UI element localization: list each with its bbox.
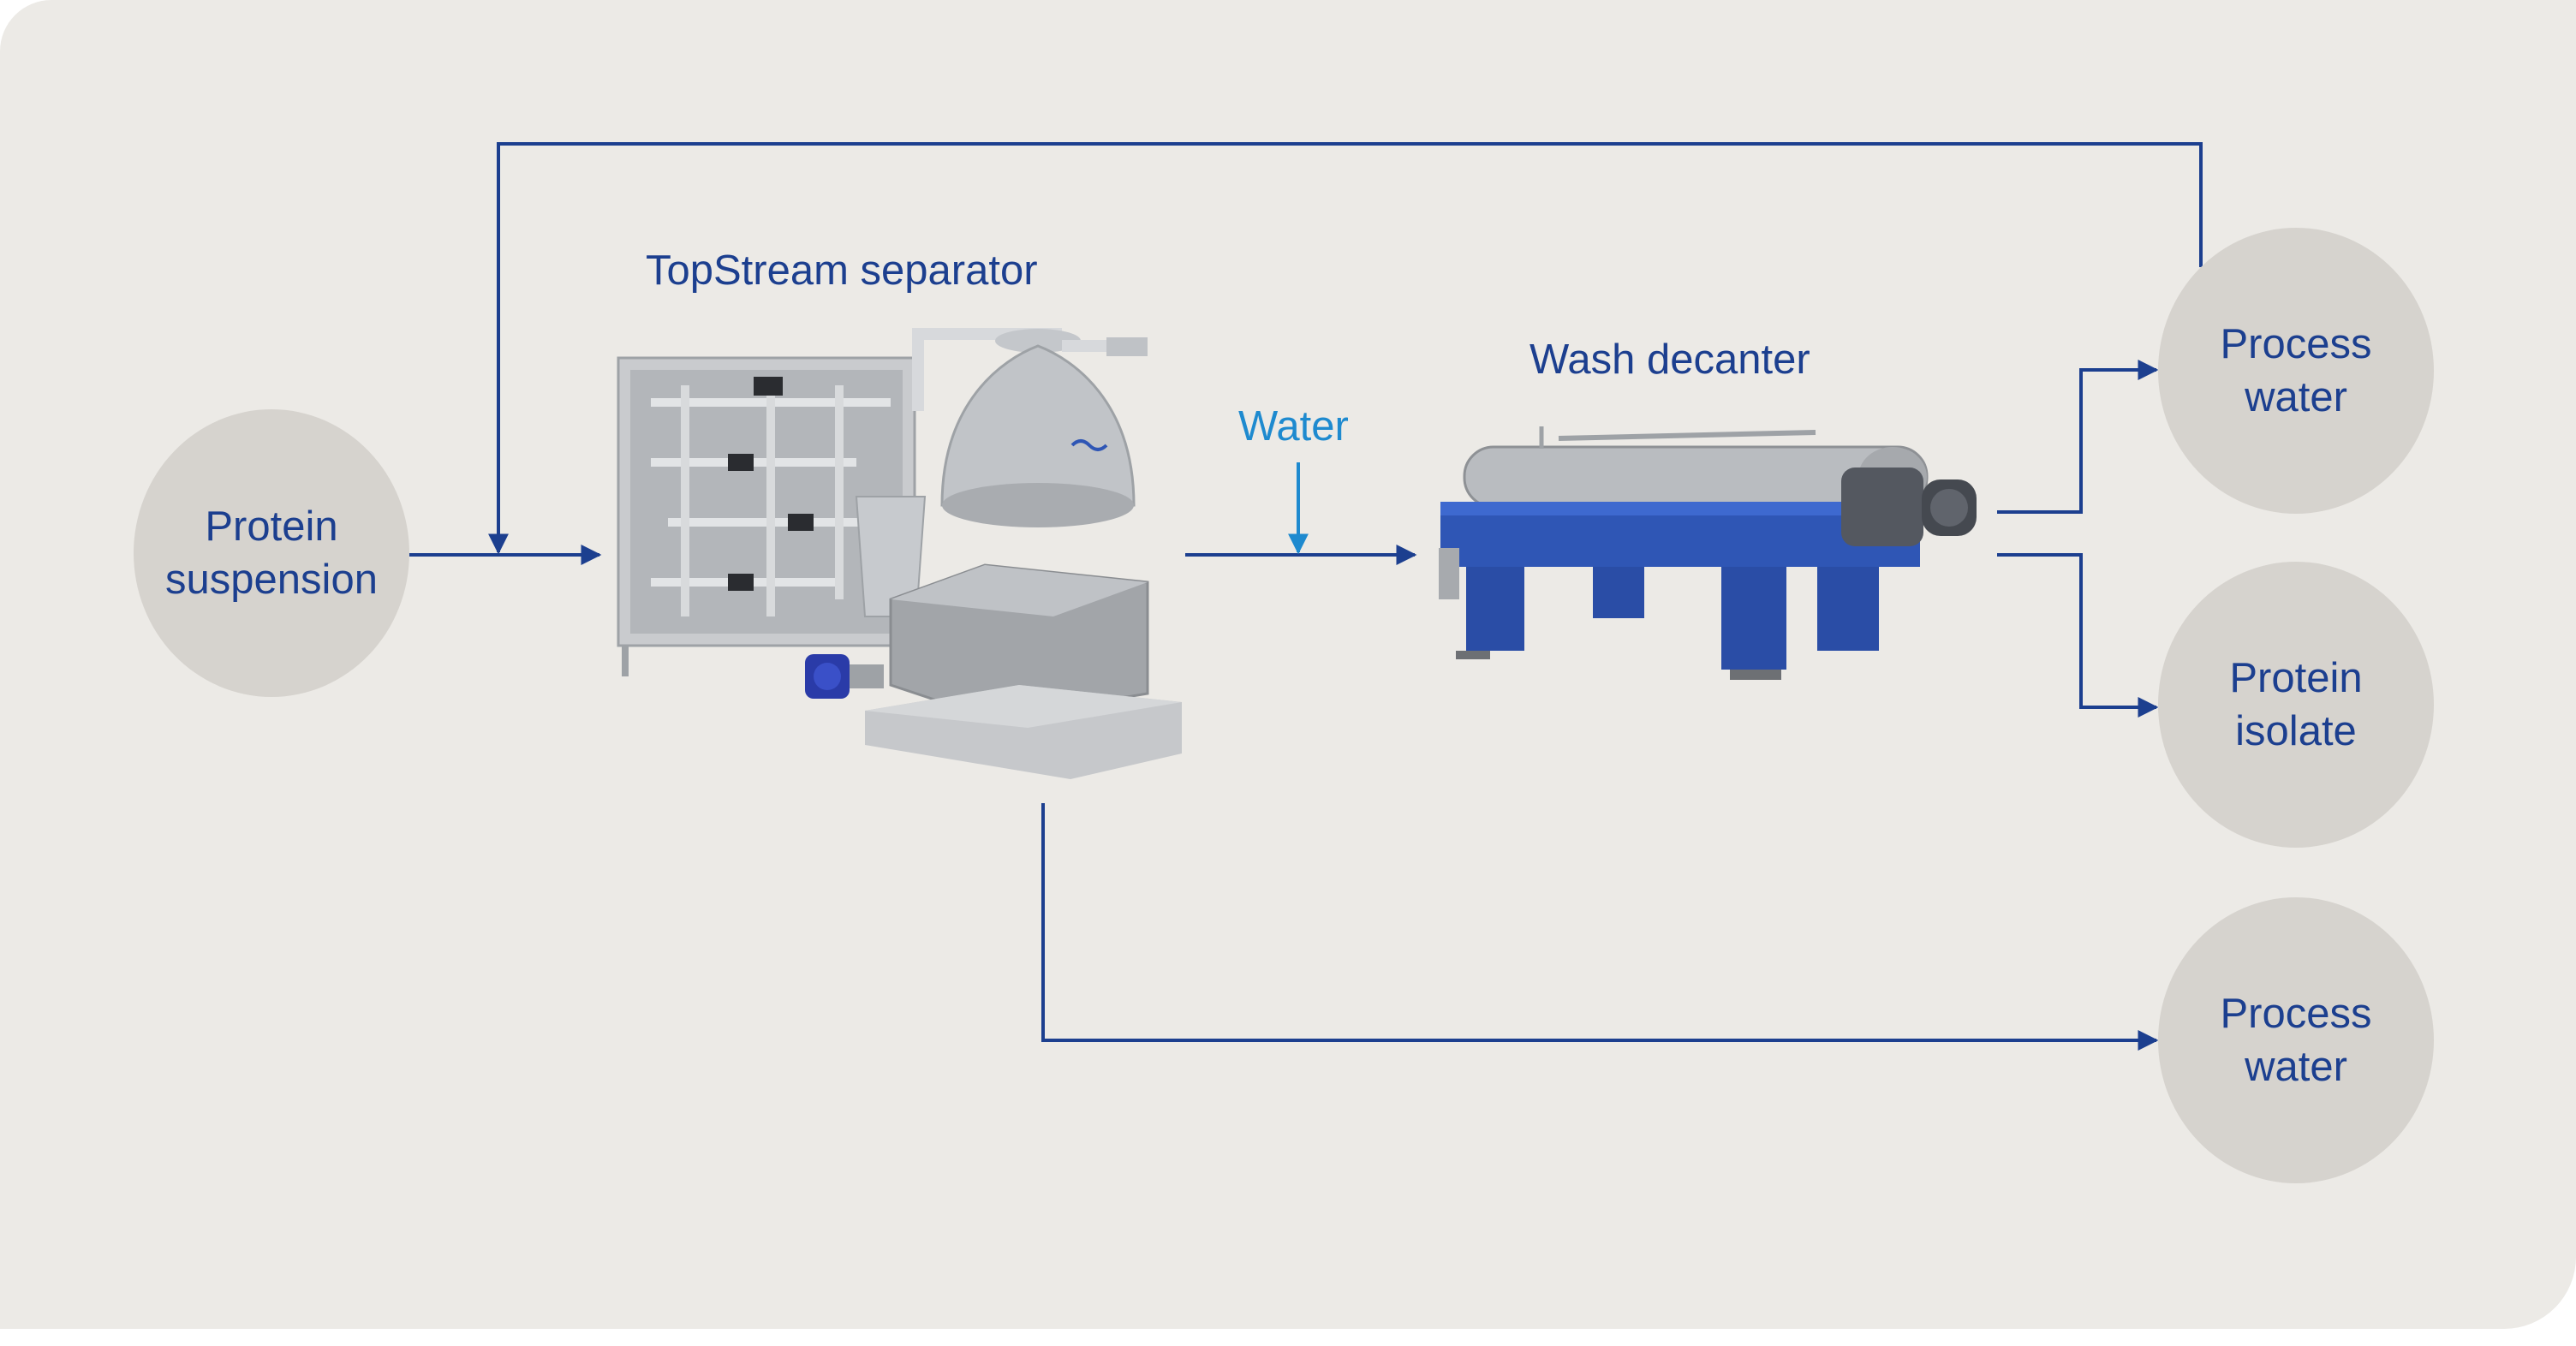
- separator-to-process-water-line: [1041, 803, 2159, 1051]
- decanter-to-protein-isolate-line: [1997, 553, 2159, 718]
- decanter-to-process-water-line: [1997, 360, 2159, 514]
- recycle-line: [488, 142, 2203, 555]
- node-protein-isolate: Protein isolate: [2158, 562, 2434, 848]
- node-protein-suspension: Protein suspension: [134, 409, 409, 697]
- decanter-label: Wash decanter: [1530, 336, 1810, 383]
- node-process-water-top-text: Process water: [2220, 321, 2372, 420]
- node-process-water-bottom-text: Process water: [2220, 991, 2372, 1090]
- node-process-water-bottom: Process water: [2158, 897, 2434, 1183]
- water-label: Water: [1238, 403, 1349, 450]
- topstream-separator-icon: [617, 328, 1182, 779]
- node-process-water-top: Process water: [2158, 228, 2434, 514]
- node-protein-isolate-text: Protein isolate: [2229, 655, 2363, 754]
- wash-decanter-icon: [1439, 426, 1977, 680]
- node-protein-suspension-text: Protein suspension: [165, 503, 378, 603]
- separator-label: TopStream separator: [646, 247, 1038, 294]
